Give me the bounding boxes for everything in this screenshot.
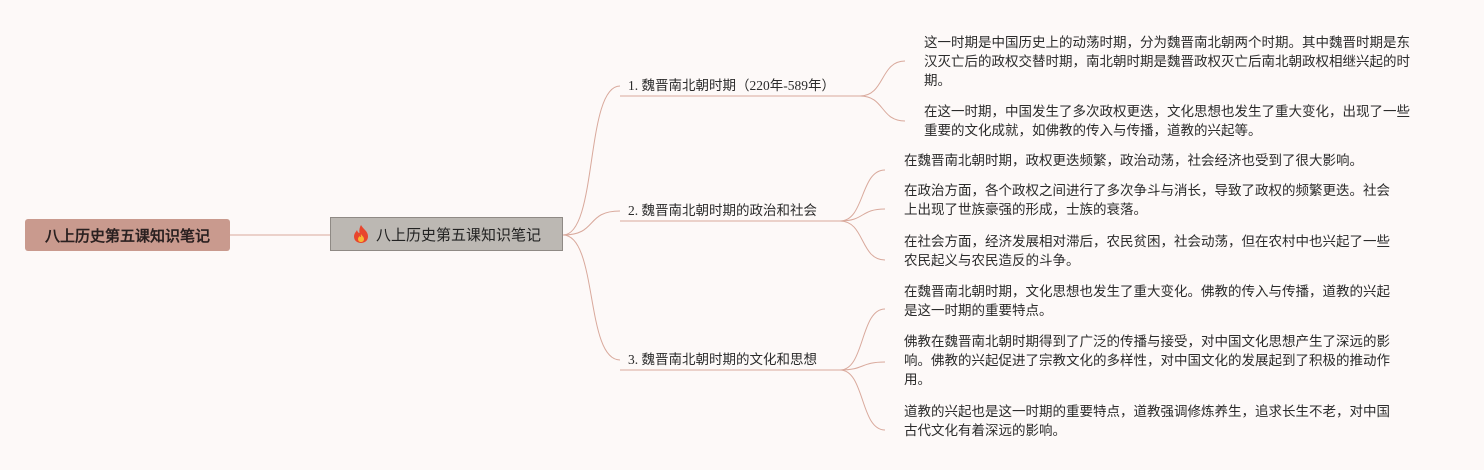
- connector-b1-leaf-1: [859, 60, 906, 97]
- central-topic-label: 八上历史第五课知识笔记: [375, 227, 541, 244]
- connector-center-branch-3: [562, 234, 621, 361]
- branch-label: 1. 魏晋南北朝时期（220年-589年）: [628, 78, 835, 93]
- leaf-topic-3-1[interactable]: 在魏晋南北朝时期，文化思想也发生了重大变化。佛教的传入与传播，道教的兴起是这一时…: [904, 282, 1396, 320]
- branch-topic-2[interactable]: 2. 魏晋南北朝时期的政治和社会: [628, 202, 817, 220]
- leaf-topic-2-2[interactable]: 在政治方面，各个政权之间进行了多次争斗与消长，导致了政权的频繁更迭。社会上出现了…: [904, 181, 1396, 219]
- branch-topic-3[interactable]: 3. 魏晋南北朝时期的文化和思想: [628, 351, 817, 369]
- leaf-topic-3-3[interactable]: 道教的兴起也是这一时期的重要特点，道教强调修炼养生，追求长生不老，对中国古代文化…: [904, 402, 1396, 440]
- leaf-text: 在这一时期，中国发生了多次政权更迭，文化思想也发生了重大变化，出现了一些重要的文…: [924, 104, 1410, 138]
- branch-label: 2. 魏晋南北朝时期的政治和社会: [628, 203, 817, 218]
- connector-center-branch-2: [562, 210, 621, 236]
- leaf-topic-2-3[interactable]: 在社会方面，经济发展相对滞后，农民贫困，社会动荡，但在农村中也兴起了一些农民起义…: [904, 232, 1396, 270]
- root-label: 八上历史第五课知识笔记: [44, 228, 210, 245]
- branch-topic-1[interactable]: 1. 魏晋南北朝时期（220年-589年）: [628, 77, 835, 95]
- leaf-text: 在魏晋南北朝时期，政权更迭频繁，政治动荡，社会经济也受到了很大影响。: [904, 153, 1363, 168]
- leaf-text: 在魏晋南北朝时期，文化思想也发生了重大变化。佛教的传入与传播，道教的兴起是这一时…: [904, 284, 1390, 318]
- leaf-topic-2-1[interactable]: 在魏晋南北朝时期，政权更迭频繁，政治动荡，社会经济也受到了很大影响。: [904, 151, 1396, 170]
- connector-b3-leaf-2: [839, 361, 886, 371]
- leaf-topic-1-1[interactable]: 这一时期是中国历史上的动荡时期，分为魏晋南北朝两个时期。其中魏晋时期是东汉灭亡后…: [924, 33, 1416, 90]
- central-topic-node[interactable]: 八上历史第五课知识笔记: [330, 217, 563, 251]
- leaf-text: 在社会方面，经济发展相对滞后，农民贫困，社会动荡，但在农村中也兴起了一些农民起义…: [904, 234, 1390, 268]
- leaf-topic-1-2[interactable]: 在这一时期，中国发生了多次政权更迭，文化思想也发生了重大变化，出现了一些重要的文…: [924, 102, 1416, 140]
- fire-icon: [353, 225, 368, 243]
- connector-b3-leaf-3: [839, 369, 886, 431]
- leaf-topic-3-2[interactable]: 佛教在魏晋南北朝时期得到了广泛的传播与接受，对中国文化思想产生了深远的影响。佛教…: [904, 332, 1396, 389]
- branch-label: 3. 魏晋南北朝时期的文化和思想: [628, 352, 817, 367]
- root-node[interactable]: 八上历史第五课知识笔记: [25, 219, 230, 251]
- leaf-text: 在政治方面，各个政权之间进行了多次争斗与消长，导致了政权的频繁更迭。社会上出现了…: [904, 183, 1390, 217]
- connector-b3-leaf-1: [839, 308, 886, 371]
- connector-b2-leaf-3: [839, 220, 886, 261]
- leaf-text: 佛教在魏晋南北朝时期得到了广泛的传播与接受，对中国文化思想产生了深远的影响。佛教…: [904, 334, 1390, 387]
- leaf-text: 道教的兴起也是这一时期的重要特点，道教强调修炼养生，追求长生不老，对中国古代文化…: [904, 404, 1390, 438]
- connector-b2-leaf-2: [839, 208, 886, 222]
- leaf-text: 这一时期是中国历史上的动荡时期，分为魏晋南北朝两个时期。其中魏晋时期是东汉灭亡后…: [924, 35, 1410, 88]
- connector-b2-leaf-1: [839, 169, 886, 222]
- connector-center-branch-1: [562, 85, 621, 236]
- connector-b1-leaf-2: [859, 95, 906, 122]
